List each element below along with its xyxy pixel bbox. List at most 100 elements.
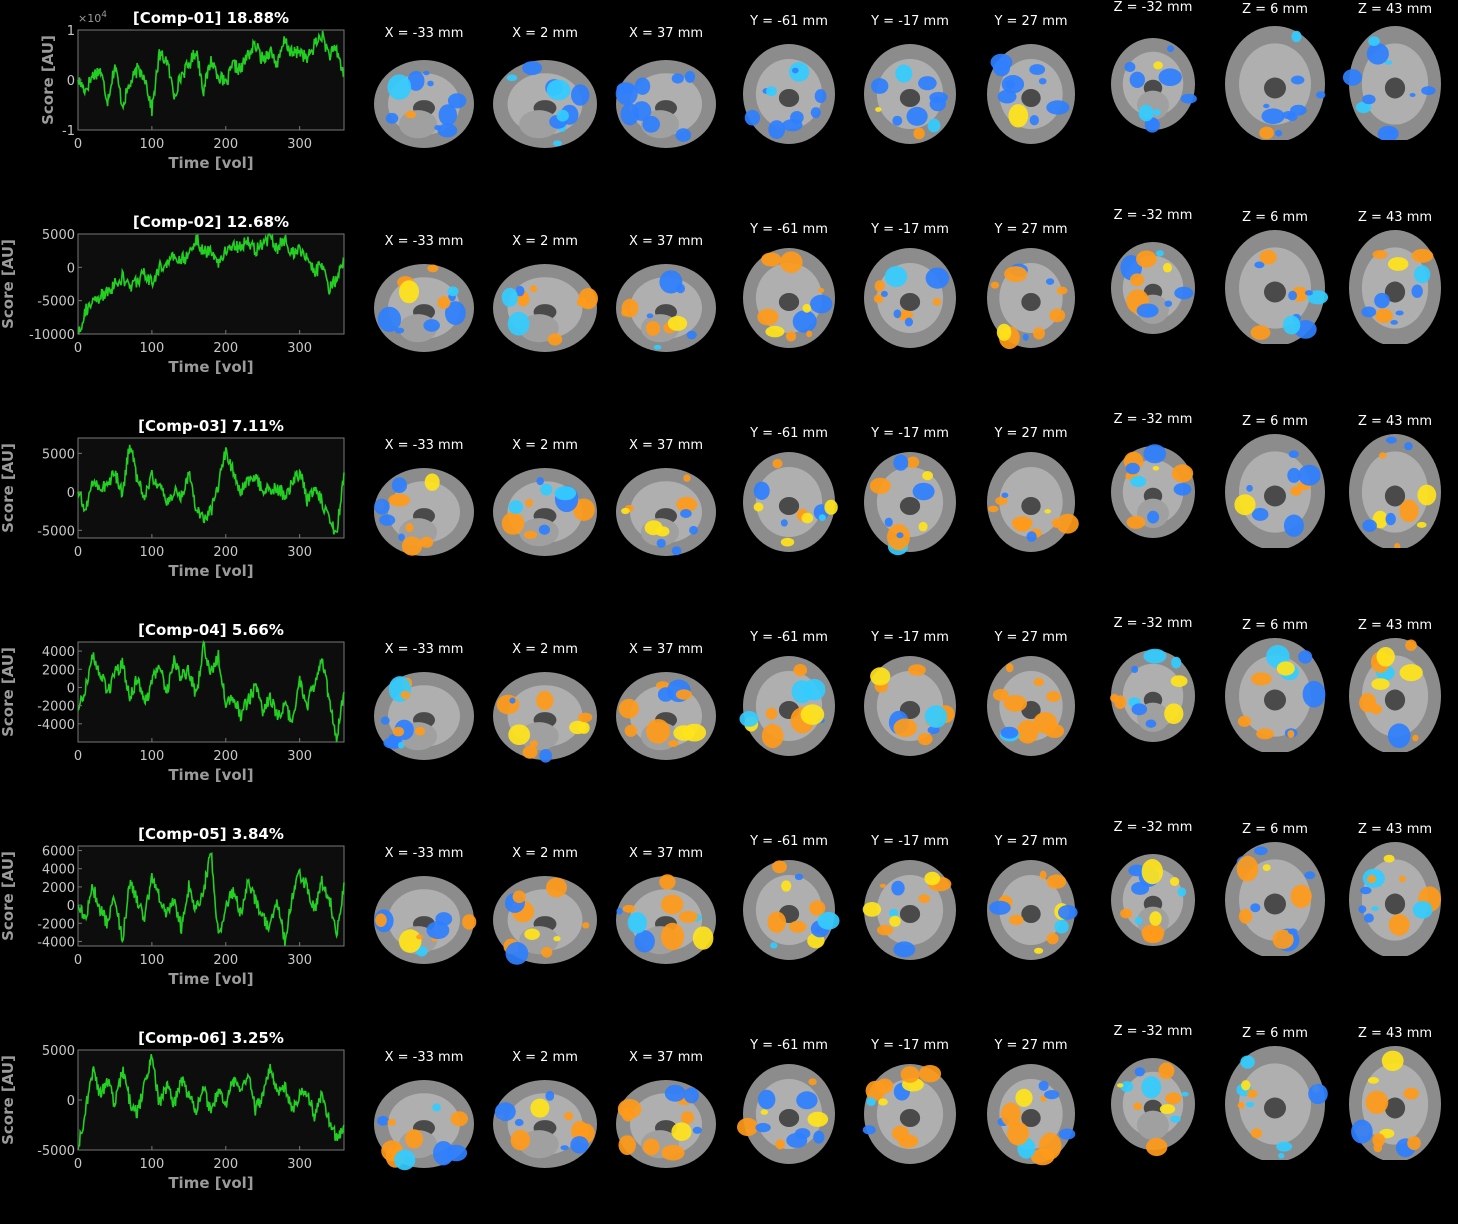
negative-activation-blob [689,525,698,535]
negative-activation-blob [924,705,948,728]
negative-activation-blob [1360,886,1372,895]
ventricle [899,905,921,923]
negative-activation-blob [432,1103,441,1112]
positive-activation-blob [667,315,688,331]
negative-activation-blob [866,1097,876,1106]
positive-activation-blob [1163,262,1172,273]
negative-activation-blob [683,1087,699,1104]
negative-activation-blob [1384,60,1393,65]
negative-activation-blob [1001,492,1009,498]
positive-activation-blob [618,1135,636,1155]
negative-activation-blob [1298,464,1321,486]
negative-activation-blob [1302,680,1326,708]
positive-activation-blob [1164,703,1184,724]
negative-activation-blob [997,89,1017,104]
positive-activation-blob [523,530,538,539]
negative-activation-blob [1058,1128,1076,1140]
score-trace [77,1054,345,1151]
negative-activation-blob [509,697,516,704]
y-exponent-label: ×104 [78,10,107,25]
positive-activation-blob [681,1111,694,1124]
positive-activation-blob [1046,932,1059,945]
slice-label: Z = -32 mm [1113,412,1193,427]
brain-slice [864,656,956,756]
negative-activation-blob [770,942,778,949]
negative-activation-blob [1022,333,1029,341]
negative-activation-blob [427,80,434,87]
positive-activation-blob [865,1080,886,1101]
plot-area [77,845,345,947]
score-trace [77,233,345,335]
slice-label: X = 2 mm [512,642,578,657]
positive-activation-blob [530,1098,550,1118]
positive-activation-blob [757,308,779,326]
negative-activation-blob [434,125,442,131]
negative-activation-blob [1308,1083,1328,1105]
negative-activation-blob [929,91,948,104]
positive-activation-blob [824,499,838,515]
positive-activation-blob [1259,126,1274,140]
negative-activation-blob [1263,103,1270,109]
positive-activation-blob [1251,672,1272,686]
brain-slice [1349,230,1441,344]
positive-activation-blob [1153,61,1163,70]
negative-activation-blob [438,104,457,126]
brain-slice [1225,230,1329,344]
negative-activation-blob [1261,108,1285,124]
brain-slice [374,468,474,556]
negative-activation-blob [1362,519,1377,532]
negative-activation-blob [1254,846,1268,856]
negative-activation-blob [540,483,553,496]
brain-slice [1349,434,1441,548]
negative-activation-blob [1143,648,1167,664]
negative-activation-blob [656,538,666,548]
positive-activation-blob [508,724,531,745]
y-tick-label: -5000 [37,1144,75,1159]
slice-label: X = 2 mm [512,846,578,861]
negative-activation-blob [1412,900,1433,919]
positive-activation-blob [1411,248,1434,263]
positive-activation-blob [512,890,526,904]
slice-label: Z = 6 mm [1242,1026,1308,1041]
positive-activation-blob [419,536,434,548]
x-tick-label: 200 [213,341,238,356]
negative-activation-blob [1131,881,1150,895]
positive-activation-blob [1033,677,1044,687]
negative-activation-blob [1131,665,1139,673]
y-tick-label: -2000 [37,917,75,932]
positive-activation-blob [917,733,933,746]
component-title: [Comp-02] 12.68% [133,213,289,231]
y-tick-label: 0 [67,1094,75,1109]
negative-activation-blob [385,112,399,124]
positive-activation-blob [573,498,595,521]
positive-activation-blob [1169,877,1180,886]
negative-activation-blob [692,1126,702,1134]
positive-activation-blob [437,296,451,309]
x-axis-label: Time [vol] [168,1174,253,1192]
negative-activation-blob [1288,290,1297,301]
negative-activation-blob [620,103,640,126]
x-tick-label: 300 [287,137,312,152]
positive-activation-blob [1378,452,1387,459]
positive-activation-blob [1367,874,1377,884]
negative-activation-blob [374,498,390,515]
negative-activation-blob [1288,928,1298,935]
slice-label: Y = 27 mm [994,14,1068,29]
positive-activation-blob [424,473,440,491]
negative-activation-blob [818,514,826,521]
positive-activation-blob [427,264,439,273]
score-trace [77,851,345,946]
positive-activation-blob [765,707,778,720]
positive-activation-blob [1290,884,1312,908]
x-tick-label: 0 [74,137,82,152]
positive-activation-blob [1399,499,1419,523]
ventricle [778,1109,800,1127]
slice-label: Y = -61 mm [750,834,828,849]
slice-label: Z = 43 mm [1357,1026,1433,1041]
positive-activation-blob [501,512,525,535]
negative-activation-blob [896,532,904,539]
